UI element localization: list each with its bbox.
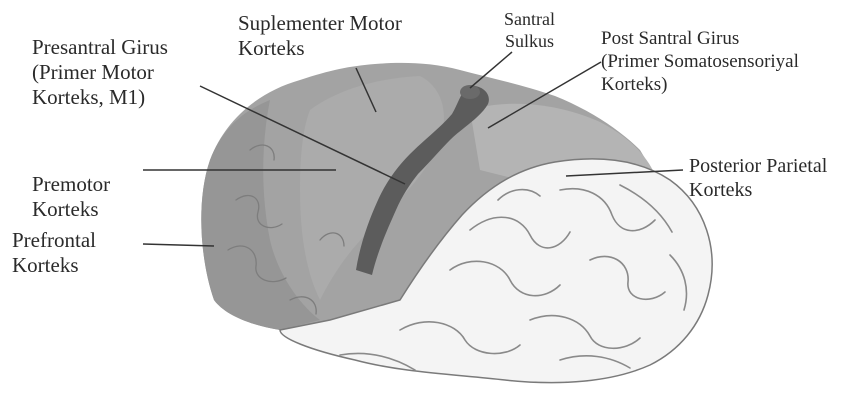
premotor-korteks-label: Premotor Korteks bbox=[32, 172, 110, 222]
suplementer-motor-korteks-label: Suplementer Motor Korteks bbox=[238, 11, 402, 61]
post-santral-girus-label: Post Santral Girus (Primer Somatosensori… bbox=[601, 27, 799, 96]
posterior-parietal-korteks-label: Posterior Parietal Korteks bbox=[689, 154, 827, 202]
prefrontal-korteks-label: Prefrontal Korteks bbox=[12, 228, 96, 278]
santral-sulkus-label: Santral Sulkus bbox=[504, 8, 555, 52]
presantral-girus-label: Presantral Girus (Primer Motor Korteks, … bbox=[32, 35, 168, 110]
